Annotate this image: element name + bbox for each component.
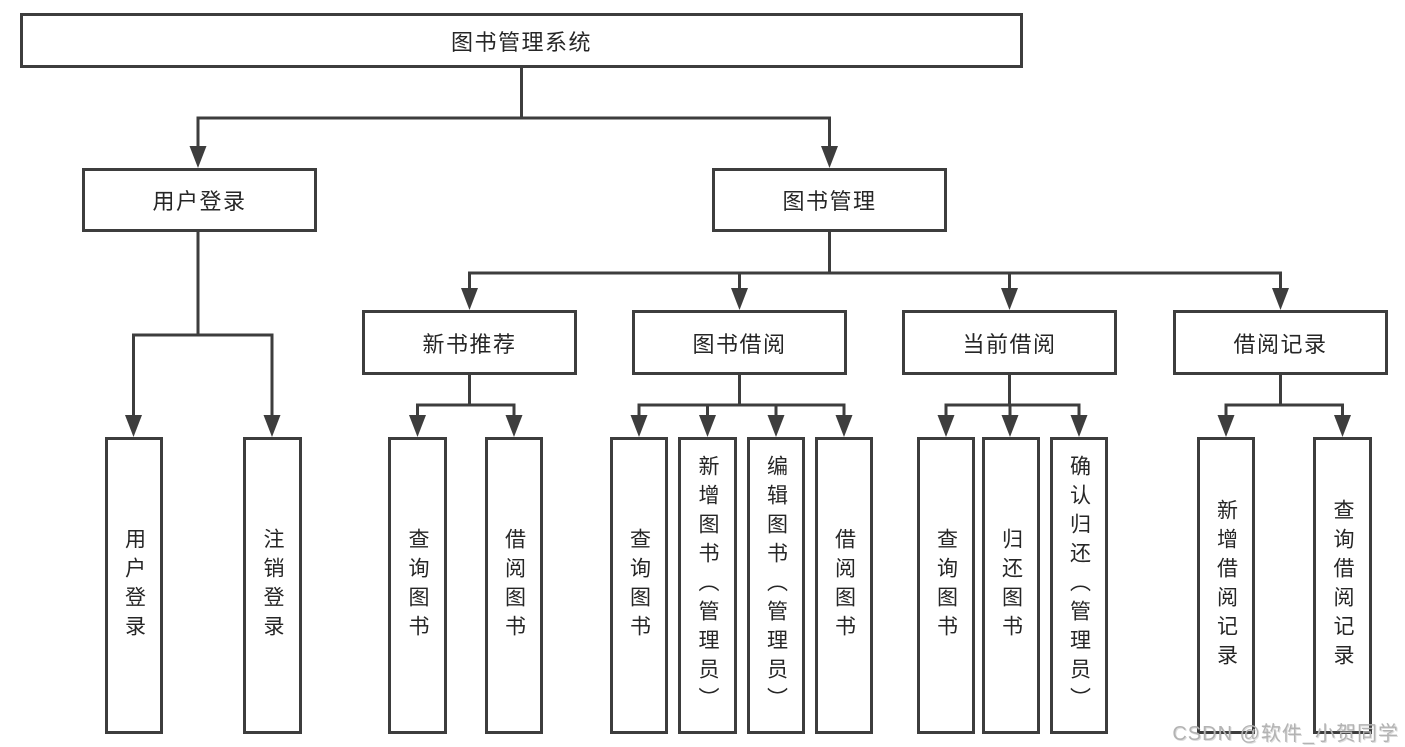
leaf-confirm-return-admin: 确认归还（管理员） <box>1050 437 1108 734</box>
node-label: 归还图书 <box>999 527 1023 644</box>
leaf-add-borrow-record: 新增借阅记录 <box>1197 437 1255 734</box>
leaf-borrow-book-borrow: 借阅图书 <box>815 437 873 734</box>
node-label: 用户登录 <box>122 527 146 644</box>
node-label: 用户登录 <box>152 189 247 214</box>
node-root: 图书管理系统 <box>20 13 1023 68</box>
leaf-query-book-borrow: 查询图书 <box>610 437 668 734</box>
leaf-logout: 注销登录 <box>243 437 302 734</box>
leaf-query-book-current: 查询图书 <box>917 437 975 734</box>
leaf-borrow-book-recommend: 借阅图书 <box>485 437 543 734</box>
node-label: 当前借阅 <box>962 331 1057 357</box>
node-label: 新增图书（管理员） <box>696 455 719 716</box>
leaf-user-login: 用户登录 <box>105 437 163 734</box>
node-label: 查询图书 <box>627 527 651 644</box>
watermark: CSDN @软件_小贺同学 <box>1172 723 1399 745</box>
leaf-edit-book-admin: 编辑图书（管理员） <box>747 437 805 734</box>
node-current-borrow: 当前借阅 <box>902 310 1117 375</box>
leaf-add-book-admin: 新增图书（管理员） <box>678 437 737 734</box>
node-label: 查询图书 <box>934 527 958 644</box>
leaf-return-book: 归还图书 <box>982 437 1040 734</box>
leaf-query-borrow-record: 查询借阅记录 <box>1313 437 1372 734</box>
node-label: 编辑图书（管理员） <box>764 455 788 716</box>
node-label: 注销登录 <box>261 527 284 644</box>
node-label: 查询借阅记录 <box>1331 498 1354 673</box>
node-label: 确认归还（管理员） <box>1067 455 1091 716</box>
node-label: 图书管理系统 <box>450 29 592 55</box>
node-book-management: 图书管理 <box>712 168 947 232</box>
node-label: 新增借阅记录 <box>1214 498 1238 673</box>
node-label: 图书管理 <box>782 189 877 214</box>
node-label: 查询图书 <box>406 527 429 644</box>
leaf-query-book-recommend: 查询图书 <box>388 437 447 734</box>
node-borrow-records: 借阅记录 <box>1173 310 1388 375</box>
node-book-borrow: 图书借阅 <box>632 310 847 375</box>
node-label: 借阅记录 <box>1233 331 1328 357</box>
node-label: 借阅图书 <box>502 527 526 644</box>
node-label: 借阅图书 <box>832 527 856 644</box>
node-user-login: 用户登录 <box>82 168 317 232</box>
node-label: 新书推荐 <box>422 331 517 357</box>
node-new-book-recommend: 新书推荐 <box>362 310 577 375</box>
node-label: 图书借阅 <box>692 331 787 357</box>
